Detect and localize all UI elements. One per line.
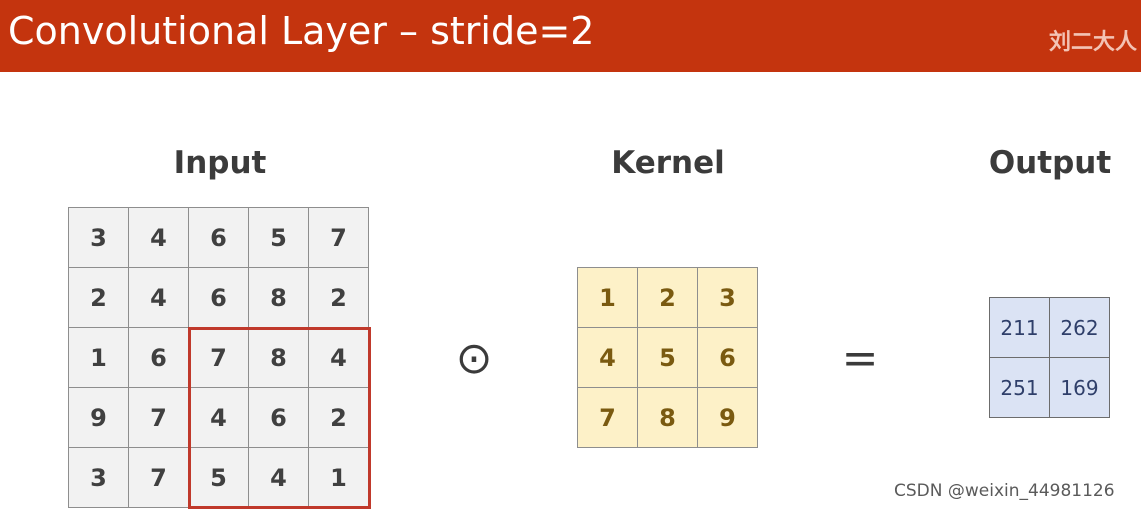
input-cell: 7 [189,328,249,388]
input-label: Input [173,145,267,181]
input-cell: 9 [69,388,129,448]
input-cell: 6 [129,328,189,388]
equals-sign-icon: = [841,333,879,384]
output-cell: 262 [1050,298,1110,358]
input-cell: 7 [309,208,369,268]
input-cell: 5 [189,448,249,508]
output-cell: 169 [1050,358,1110,418]
input-cell: 4 [189,388,249,448]
input-cell: 2 [69,268,129,328]
input-cell: 6 [189,208,249,268]
input-cell: 7 [129,448,189,508]
kernel-cell: 8 [638,388,698,448]
output-cell: 251 [990,358,1050,418]
kernel-cell: 5 [638,328,698,388]
kernel-cell: 7 [578,388,638,448]
input-cell: 1 [69,328,129,388]
slide-title: Convolutional Layer – stride=2 [8,9,595,53]
input-cell: 5 [249,208,309,268]
output-cell: 211 [990,298,1050,358]
kernel-cell: 3 [698,268,758,328]
convolution-operator-icon: ⊙ [455,333,493,384]
input-cell: 4 [129,268,189,328]
author-label: 刘二大人 [1048,30,1137,55]
kernel-cell: 9 [698,388,758,448]
kernel-label: Kernel [611,145,725,181]
input-cell: 8 [249,328,309,388]
title-bar: Convolutional Layer – stride=2 刘二大人 [0,0,1141,72]
output-label: Output [988,145,1112,181]
input-cell: 6 [249,388,309,448]
kernel-cell: 1 [578,268,638,328]
input-cell: 4 [129,208,189,268]
input-cell: 3 [69,448,129,508]
input-cell: 8 [249,268,309,328]
kernel-cell: 6 [698,328,758,388]
input-cell: 4 [309,328,369,388]
input-cell: 4 [249,448,309,508]
input-cell: 1 [309,448,369,508]
kernel-cell: 2 [638,268,698,328]
input-cell: 7 [129,388,189,448]
input-cell: 2 [309,388,369,448]
kernel-matrix: 1 2 3 4 5 6 7 8 9 [577,267,758,448]
output-matrix: 211 262 251 169 [989,297,1110,418]
input-cell: 3 [69,208,129,268]
kernel-cell: 4 [578,328,638,388]
watermark: CSDN @weixin_44981126 [894,481,1115,501]
input-cell: 6 [189,268,249,328]
input-matrix: 3 4 6 5 7 2 4 6 8 2 1 6 7 8 4 9 7 4 6 2 … [68,207,369,508]
input-cell: 2 [309,268,369,328]
